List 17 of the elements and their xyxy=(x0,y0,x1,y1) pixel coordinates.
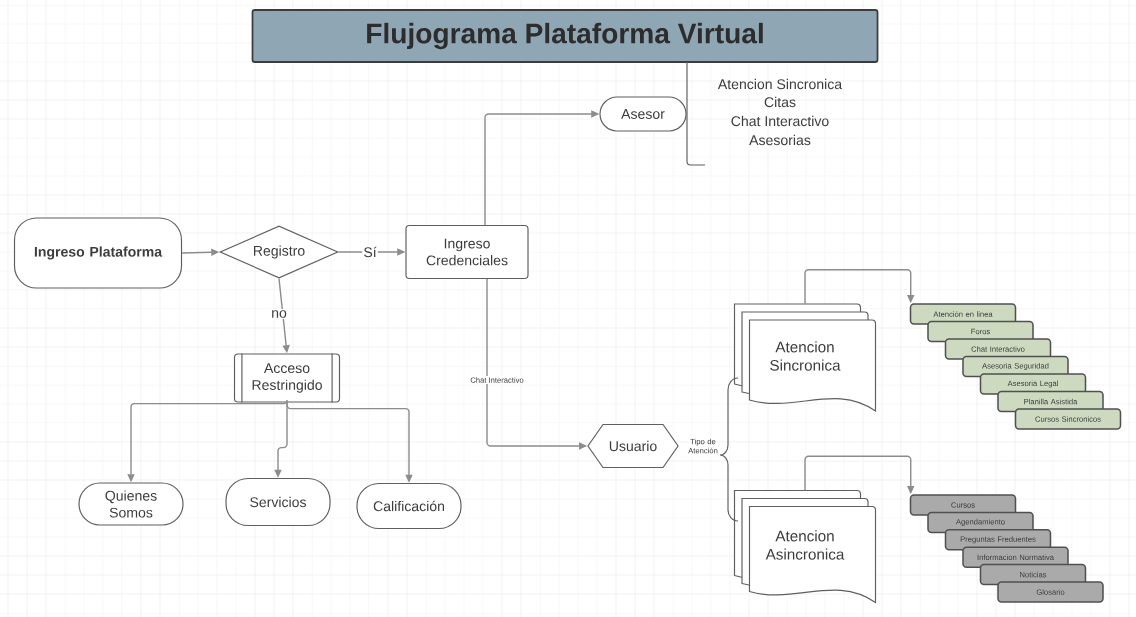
list-text: Chat Interactivo xyxy=(731,115,829,127)
document-stack: Atencion Asincronica xyxy=(733,489,877,604)
list-text: Citas xyxy=(764,96,796,108)
hexagon: Usuario xyxy=(587,423,679,469)
arrow xyxy=(804,269,915,305)
title-banner: Flujograma Plataforma Virtual xyxy=(251,9,879,63)
terminal-box: Quienes Somos xyxy=(78,482,184,526)
terminal-box: Ingreso Plataforma xyxy=(13,217,183,289)
document-stack: Atencion Sincronica xyxy=(733,303,877,412)
terminal-box: Servicios xyxy=(225,477,331,527)
list-text: Atencion Sincronica xyxy=(717,78,843,90)
subprocess-box: Acceso Restringido xyxy=(233,352,341,404)
edge-label: no xyxy=(270,309,288,319)
terminal-box: Asesor xyxy=(599,96,687,132)
list-text: Asesorias xyxy=(749,134,811,146)
terminal-box: Calificación xyxy=(356,482,462,530)
process-box: Ingreso Credenciales xyxy=(405,224,529,280)
